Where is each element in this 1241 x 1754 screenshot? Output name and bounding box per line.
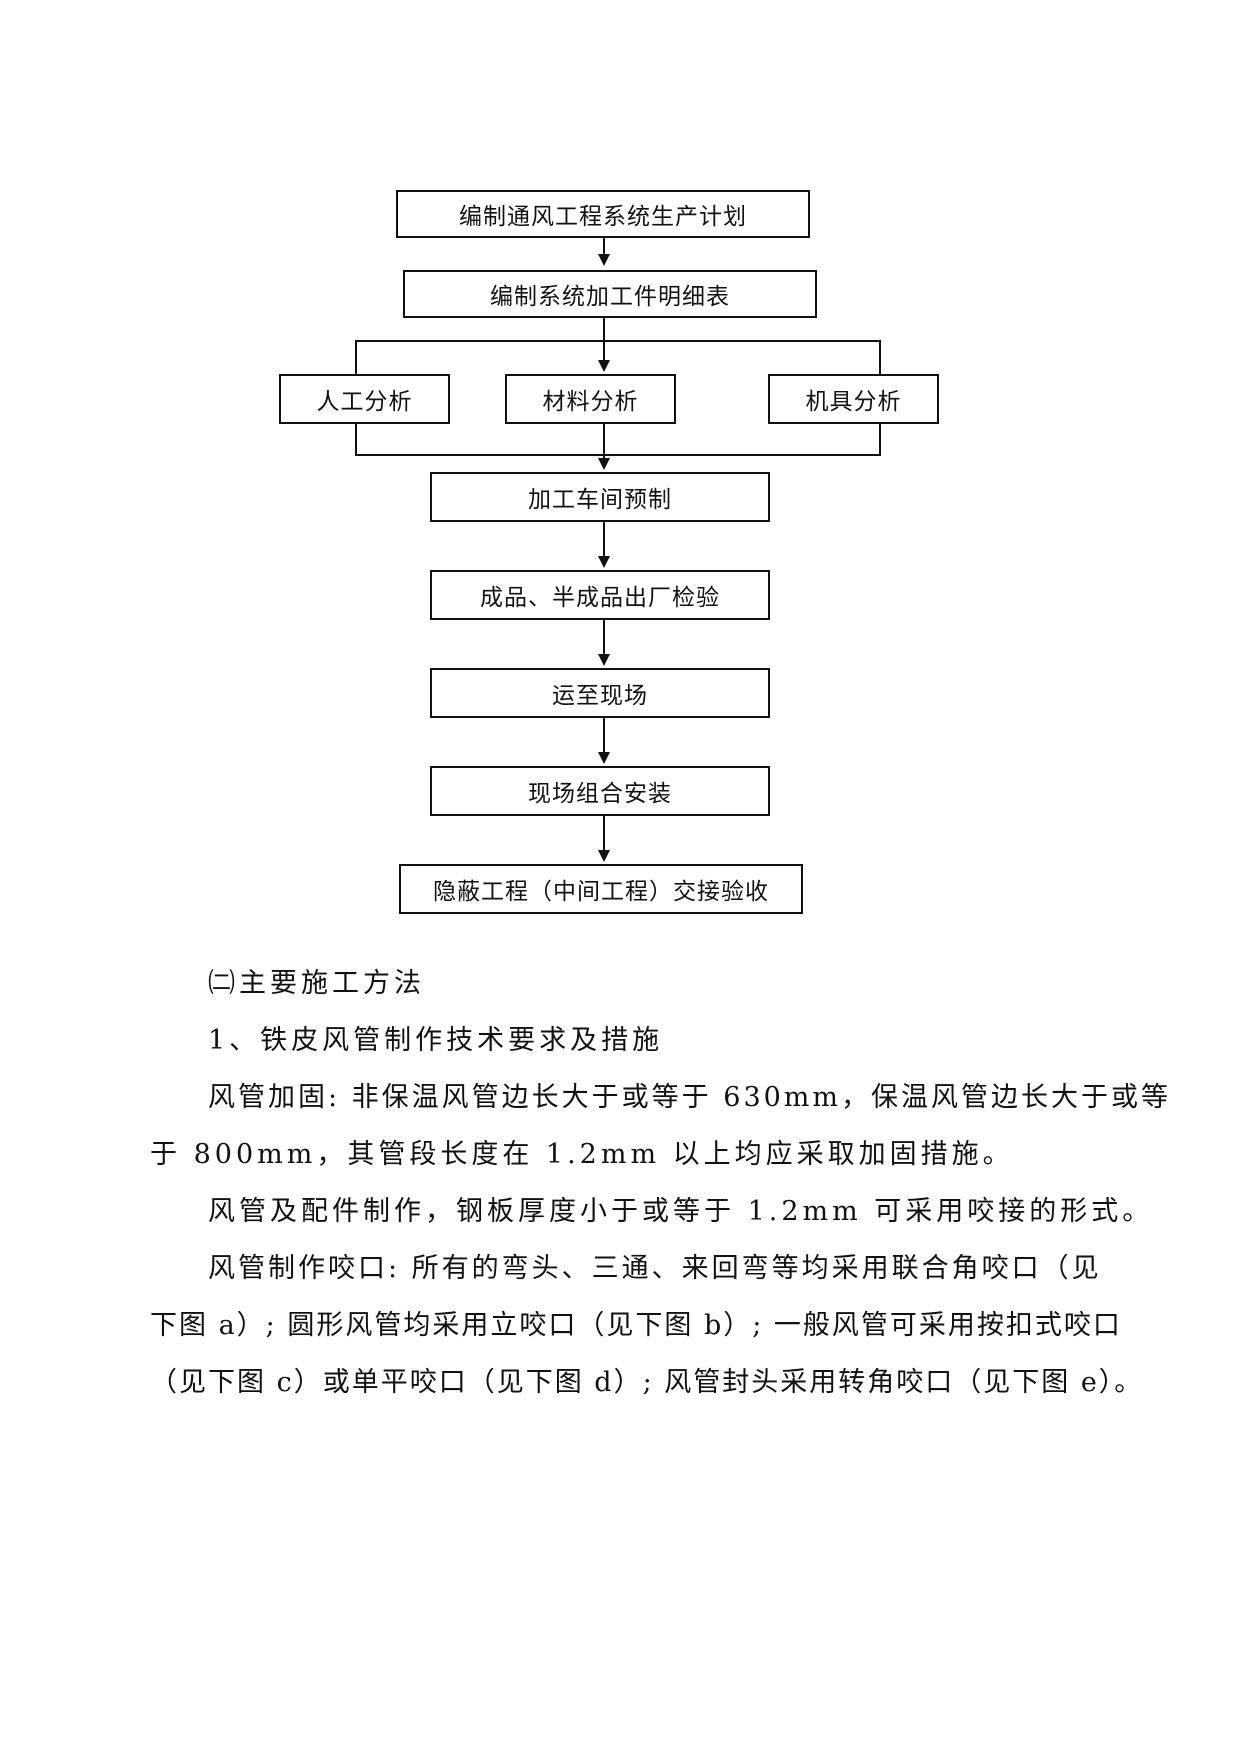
paragraph-line: （见下图 c）或单平咬口（见下图 d）; 风管封头采用转角咬口（见下图 e）。 [150, 1367, 1144, 1398]
flow-step-workshop-prefab: 加工车间预制 [430, 472, 770, 522]
flow-step-parts-list: 编制系统加工件明细表 [403, 270, 817, 318]
bracket-right-top [879, 340, 881, 374]
section-heading: ㈡主要施工方法 [208, 968, 425, 999]
flow-branch-material-analysis: 材料分析 [505, 374, 676, 424]
connector-line [603, 816, 605, 850]
bracket-right-bottom [879, 424, 881, 456]
connector-line [603, 718, 605, 752]
arrow-down-icon [598, 752, 610, 764]
paragraph-line: 于 800mm，其管段长度在 1.2mm 以上均应采取加固措施。 [150, 1139, 1014, 1170]
subheading: 1、铁皮风管制作技术要求及措施 [208, 1025, 664, 1056]
connector-line [603, 318, 605, 360]
process-flowchart: 编制通风工程系统生产计划 编制系统加工件明细表 人工分析 材料分析 机具分析 加… [279, 190, 939, 914]
connector-line [603, 522, 605, 556]
paragraph-line: 风管加固: 非保温风管边长大于或等于 630mm，保温风管边长大于或等 [208, 1082, 1172, 1113]
paragraph-line: 下图 a）; 圆形风管均采用立咬口（见下图 b）; 一般风管可采用按扣式咬口 [150, 1310, 1122, 1341]
connector-line [603, 620, 605, 654]
paragraph-line: 风管制作咬口: 所有的弯头、三通、来回弯等均采用联合角咬口（见 [208, 1253, 1102, 1284]
arrow-down-icon [598, 458, 610, 470]
paragraph-line: 风管及配件制作，钢板厚度小于或等于 1.2mm 可采用咬接的形式。 [208, 1196, 1154, 1227]
connector-line [603, 238, 605, 254]
flow-step-concealed-work-acceptance: 隐蔽工程（中间工程）交接验收 [399, 864, 803, 914]
arrow-down-icon [598, 654, 610, 666]
flow-branch-labor-analysis: 人工分析 [279, 374, 450, 424]
connector-line [603, 424, 605, 458]
bracket-top-line [355, 340, 881, 342]
bracket-left-top [355, 340, 357, 374]
bracket-bottom-line [355, 454, 881, 456]
arrow-down-icon [598, 850, 610, 862]
flow-step-factory-inspection: 成品、半成品出厂检验 [430, 570, 770, 620]
flow-step-transport-to-site: 运至现场 [430, 668, 770, 718]
flow-branch-equipment-analysis: 机具分析 [768, 374, 939, 424]
flow-step-onsite-assembly: 现场组合安装 [430, 766, 770, 816]
arrow-down-icon [598, 556, 610, 568]
arrow-down-icon [598, 360, 610, 372]
arrow-down-icon [598, 254, 610, 266]
bracket-left-bottom [355, 424, 357, 456]
flow-step-production-plan: 编制通风工程系统生产计划 [396, 190, 810, 238]
